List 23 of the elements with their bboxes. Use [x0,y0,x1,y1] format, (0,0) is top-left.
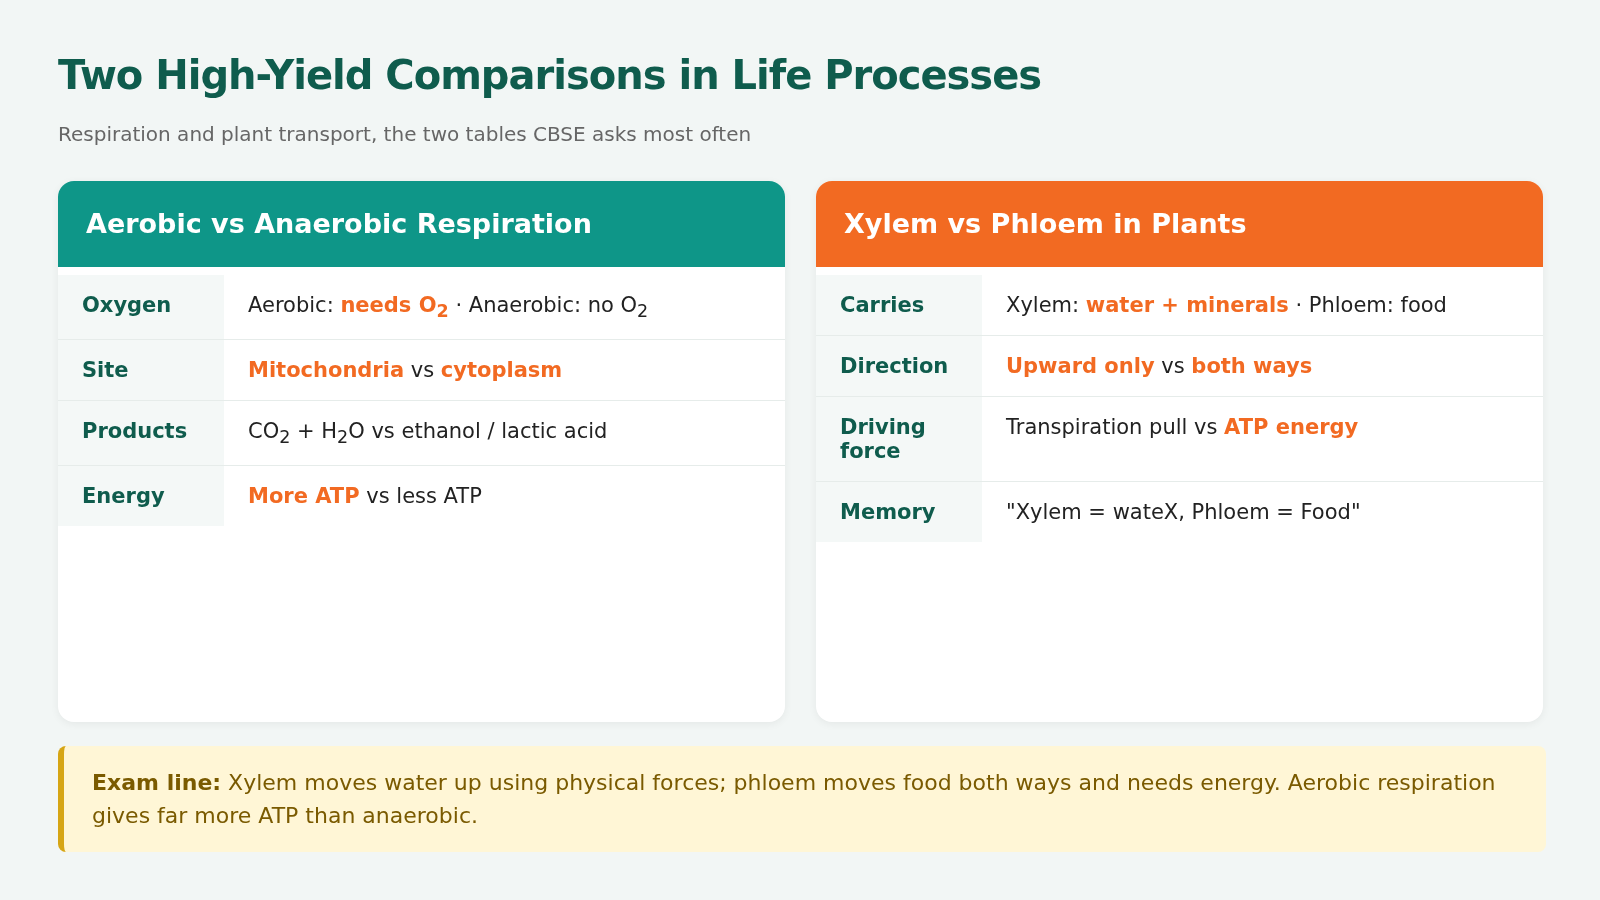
table-cell: "Xylem = wateX, Phloem = Food" [982,481,1543,542]
row-header-cell: Carries [816,275,982,336]
table-cell: Upward only vs both ways [982,335,1543,397]
table-cell: More ATP vs less ATP [224,465,785,527]
row-header-cell: Site [58,339,224,401]
card-heading: Aerobic vs Anaerobic Respiration [86,208,592,239]
row-header-cell: Direction [816,335,982,397]
table-cell: Aerobic: needs O$_{2}$ · Anaerobic: no O$_{2}$ [224,275,785,340]
row-header-cell: Energy [58,465,224,527]
page-title: Two High-Yield Comparisons in Life Processes [58,52,1042,98]
exam-note: Exam line: Xylem moves water up using physical forces; phloem moves food both ways and needs energy. Aerobic respiration gives far more ATP than anaerobic. [58,746,1546,852]
row-header-cell: Oxygen [58,275,224,340]
table-cell: CO$_{2}$ + H$_{2}$O vs ethanol / lactic acid [224,400,785,466]
subtitle: Respiration and plant transport, the two tables CBSE asks most often [58,122,752,146]
row-header-cell: Products [58,400,224,466]
table-cell: Xylem: water + minerals · Phloem: food [982,275,1543,336]
card-heading: Xylem vs Phloem in Plants [844,208,1247,239]
table-cell: Transpiration pull vs ATP energy [982,396,1543,482]
row-header-cell: Memory [816,481,982,542]
row-header-cell: Driving force [816,396,982,482]
comparison-card [816,181,1543,722]
comparison-card [58,181,785,722]
table-cell: Mitochondria vs cytoplasm [224,339,785,401]
